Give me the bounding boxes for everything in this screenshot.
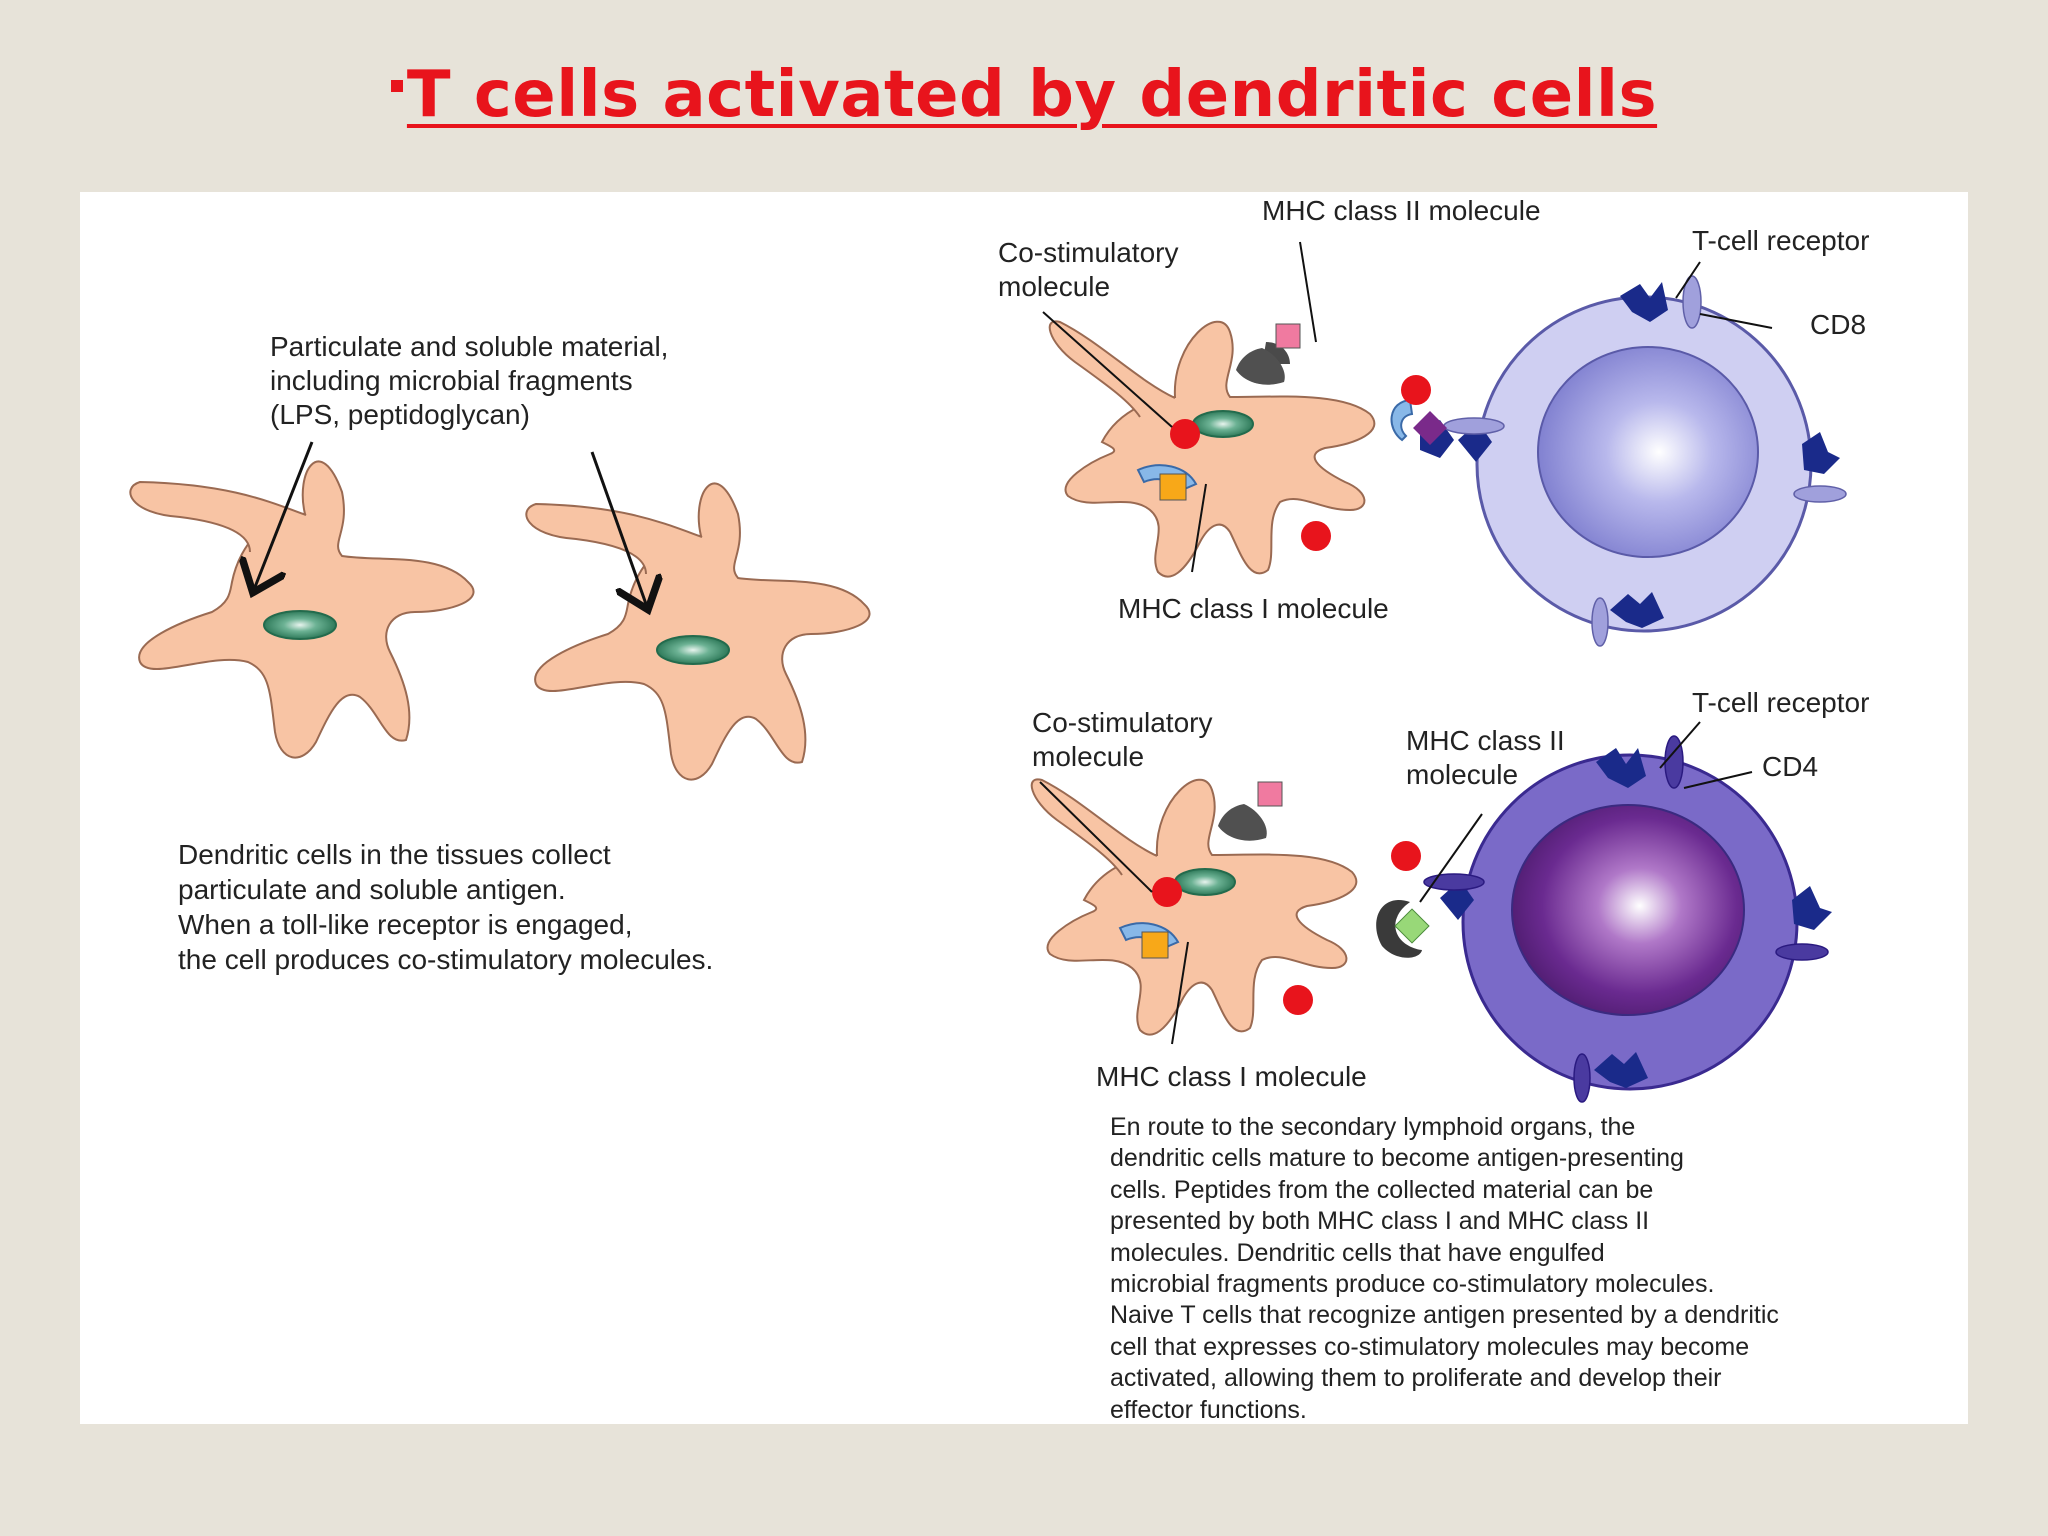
bottom-mhc1-label: MHC class I molecule: [1096, 1061, 1367, 1092]
cd4-t-cell: [1461, 753, 1799, 1091]
right-caption-line-7: Naive T cells that recognize antigen pre…: [1110, 1301, 1779, 1330]
title-bullet: [390, 80, 403, 92]
arrow-to-cell-1: [255, 441, 314, 587]
cd8-coreceptors: [1443, 275, 1847, 647]
leader-lines-bottom: [1039, 721, 1753, 1045]
costim-dots-top: [1170, 375, 1431, 551]
cd8-t-cell: [1475, 295, 1813, 633]
top-costim-label-line-1: Co-stimulatory: [998, 237, 1179, 268]
right-caption-line-2: dendritic cells mature to become antigen…: [1110, 1144, 1684, 1173]
tcr-glyphs-bottom: [1440, 748, 1832, 1088]
right-caption: En route to the secondary lymphoid organ…: [1110, 1112, 1779, 1426]
right-caption-line-6: microbial fragments produce co-stimulato…: [1110, 1270, 1715, 1299]
bottom-mhc2-label-line-1: MHC class II: [1406, 725, 1565, 756]
cd4-label: CD4: [1762, 751, 1819, 782]
right-caption-line-4: presented by both MHC class I and MHC cl…: [1110, 1207, 1650, 1236]
cd4-coreceptors: [1423, 735, 1829, 1103]
bottom-mhc2-label-line-2: molecule: [1406, 759, 1519, 790]
diagram: [129, 241, 1847, 1103]
costim-dots-bottom: [1152, 841, 1421, 1015]
right-caption-line-5: molecules. Dendritic cells that have eng…: [1110, 1238, 1605, 1267]
material-label-line-3: (LPS, peptidoglycan): [270, 399, 530, 430]
mhc-molecules-top: [1136, 323, 1447, 501]
top-mhc2-label: MHC class II molecule: [1262, 195, 1541, 226]
material-label-line-2: including microbial fragments: [270, 365, 633, 396]
material-label: Particulate and soluble material, includ…: [270, 330, 668, 432]
bottom-costim-label-line-1: Co-stimulatory: [1032, 707, 1213, 738]
resting-dendritic-cell-2: [525, 482, 871, 781]
right-caption-line-9: activated, allowing them to proliferate …: [1110, 1364, 1722, 1393]
left-caption-line-4: the cell produces co-stimulatory molecul…: [178, 944, 714, 975]
cd8-label: CD8: [1810, 309, 1867, 340]
left-caption: Dendritic cells in the tissues collect p…: [178, 837, 713, 977]
top-costim-label-line-2: molecule: [998, 271, 1111, 302]
top-tcr-label: T-cell receptor: [1692, 225, 1870, 256]
top-costim-label: Co-stimulatory molecule: [998, 236, 1178, 304]
right-caption-line-10: effector functions.: [1110, 1395, 1307, 1424]
activated-dendritic-cell-bottom: [1030, 778, 1358, 1036]
bottom-costim-label-line-2: molecule: [1032, 741, 1145, 772]
left-caption-line-3: When a toll-like receptor is engaged,: [178, 909, 633, 940]
figure-panel: Particulate and soluble material, includ…: [80, 192, 1968, 1424]
bottom-tcr-label: T-cell receptor: [1692, 687, 1870, 718]
right-caption-line-1: En route to the secondary lymphoid organ…: [1110, 1113, 1636, 1141]
left-caption-line-2: particulate and soluble antigen.: [178, 874, 566, 905]
right-caption-line-8: cell that expresses co-stimulatory molec…: [1110, 1332, 1750, 1361]
top-mhc1-label: MHC class I molecule: [1118, 593, 1389, 624]
leader-lines-top: [1042, 241, 1773, 573]
title-text: T cells activated by dendritic cells: [406, 58, 1658, 132]
resting-dendritic-cell-1: [129, 460, 475, 759]
bottom-costim-label: Co-stimulatory molecule: [1032, 706, 1212, 774]
bottom-mhc2-label: MHC class II molecule: [1406, 724, 1565, 792]
material-label-line-1: Particulate and soluble material,: [270, 331, 669, 362]
mhc-molecules-bottom: [1118, 781, 1430, 959]
left-caption-line-1: Dendritic cells in the tissues collect: [178, 839, 611, 870]
arrow-to-cell-2: [590, 451, 646, 604]
right-caption-line-3: cells. Peptides from the collected mater…: [1110, 1175, 1654, 1204]
slide-title: T cells activated by dendritic cells: [0, 58, 2048, 132]
